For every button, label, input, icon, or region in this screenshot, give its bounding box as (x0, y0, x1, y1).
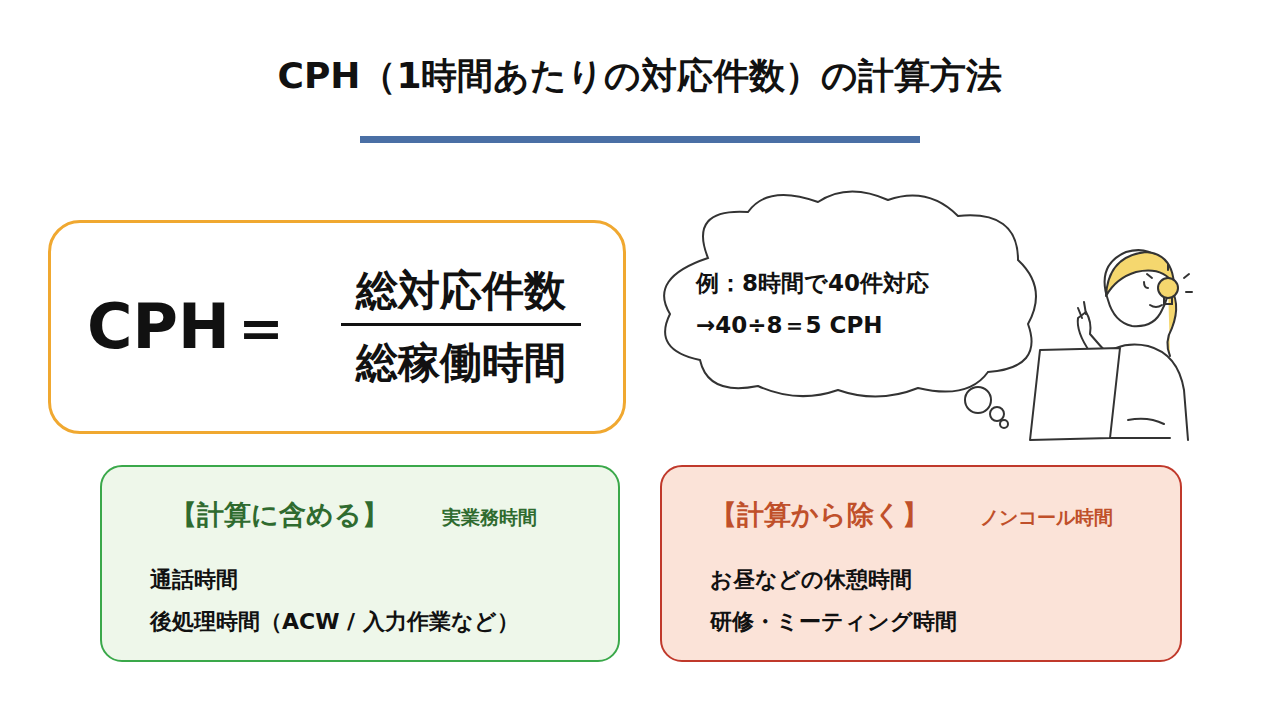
fraction-bar (341, 323, 581, 326)
list-item: 研修・ミーティング時間 (710, 607, 957, 637)
title: CPH（1時間あたりの対応件数）の計算方法 (0, 52, 1280, 101)
box-heading: 【計算から除く】 (710, 497, 929, 533)
box-subheading: 実業務時間 (442, 505, 537, 531)
include-box: 【計算に含める】 実業務時間通話時間後処理時間（ACW / 入力作業など） (100, 465, 620, 662)
list-item: 後処理時間（ACW / 入力作業など） (150, 607, 519, 637)
lightbulb-icon (1147, 264, 1192, 304)
thought-bubble (1000, 420, 1008, 428)
title-underline (360, 136, 920, 143)
thought-cloud: 例：8時間で40件対応 →40÷8＝5 CPH (648, 188, 1048, 403)
list-item: 通話時間 (150, 565, 238, 595)
example-calc: →40÷8＝5 CPH (696, 310, 883, 341)
person-illustration (1030, 250, 1188, 440)
box-heading: 【計算に含める】 (170, 497, 389, 533)
example-line: 例：8時間で40件対応 (696, 268, 929, 299)
formula-lhs: CPH＝ (87, 285, 292, 369)
denominator: 総稼働時間 (341, 335, 581, 391)
exclude-box: 【計算から除く】 ノンコール時間お昼などの休憩時間研修・ミーティング時間 (660, 465, 1182, 662)
numerator: 総対応件数 (341, 263, 581, 319)
formula-box: CPH＝ 総対応件数総稼働時間 (48, 220, 626, 434)
thought-bubble (990, 407, 1004, 421)
list-item: お昼などの休憩時間 (710, 565, 912, 595)
box-subheading: ノンコール時間 (980, 505, 1113, 531)
thought-bubble (965, 387, 991, 413)
